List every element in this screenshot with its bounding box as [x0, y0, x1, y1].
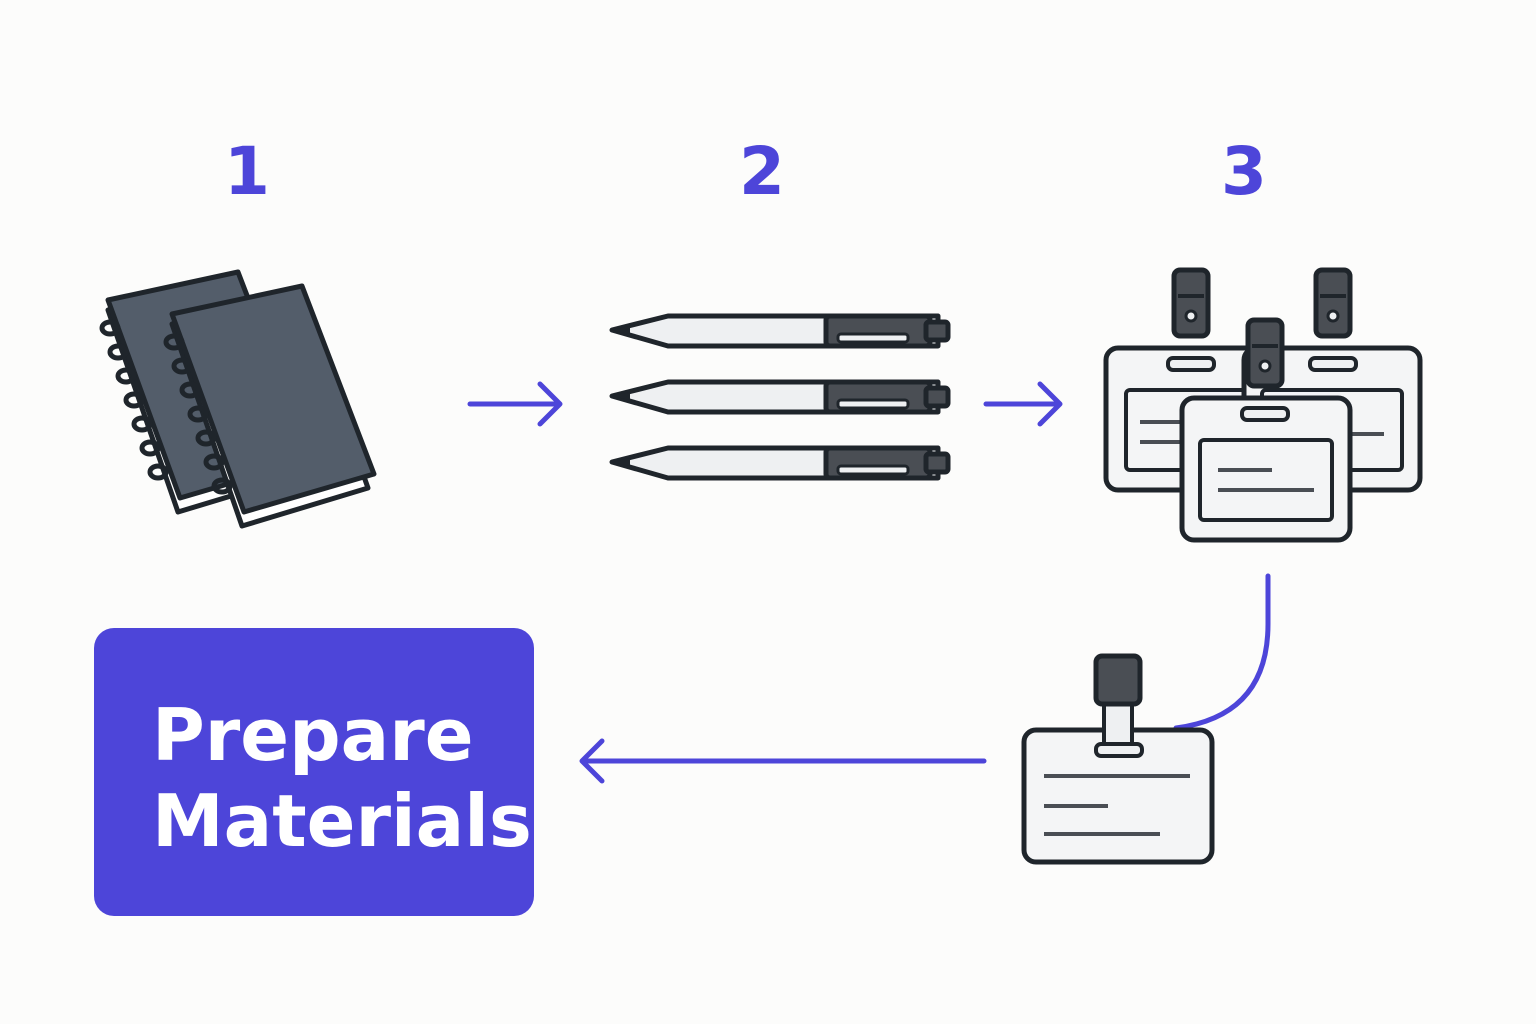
prepare-materials-label-line2: Materials: [152, 779, 532, 863]
notebooks-icon: [99, 272, 374, 526]
connector-line: [1173, 573, 1271, 731]
prepare-materials-box: Prepare Materials: [94, 628, 534, 916]
step-number-3: 3: [1221, 133, 1267, 210]
badges-icon: [1103, 270, 1423, 543]
arrow-right-icon: [983, 381, 1063, 427]
arrow-right-icon: [467, 381, 563, 427]
pens-icon: [612, 316, 948, 478]
step-number-2: 2: [739, 133, 785, 210]
arrow-left-icon: [579, 738, 987, 784]
prepare-materials-label-line1: Prepare: [152, 693, 474, 777]
step-number-1: 1: [224, 133, 270, 210]
badge-icon: [1021, 653, 1215, 865]
